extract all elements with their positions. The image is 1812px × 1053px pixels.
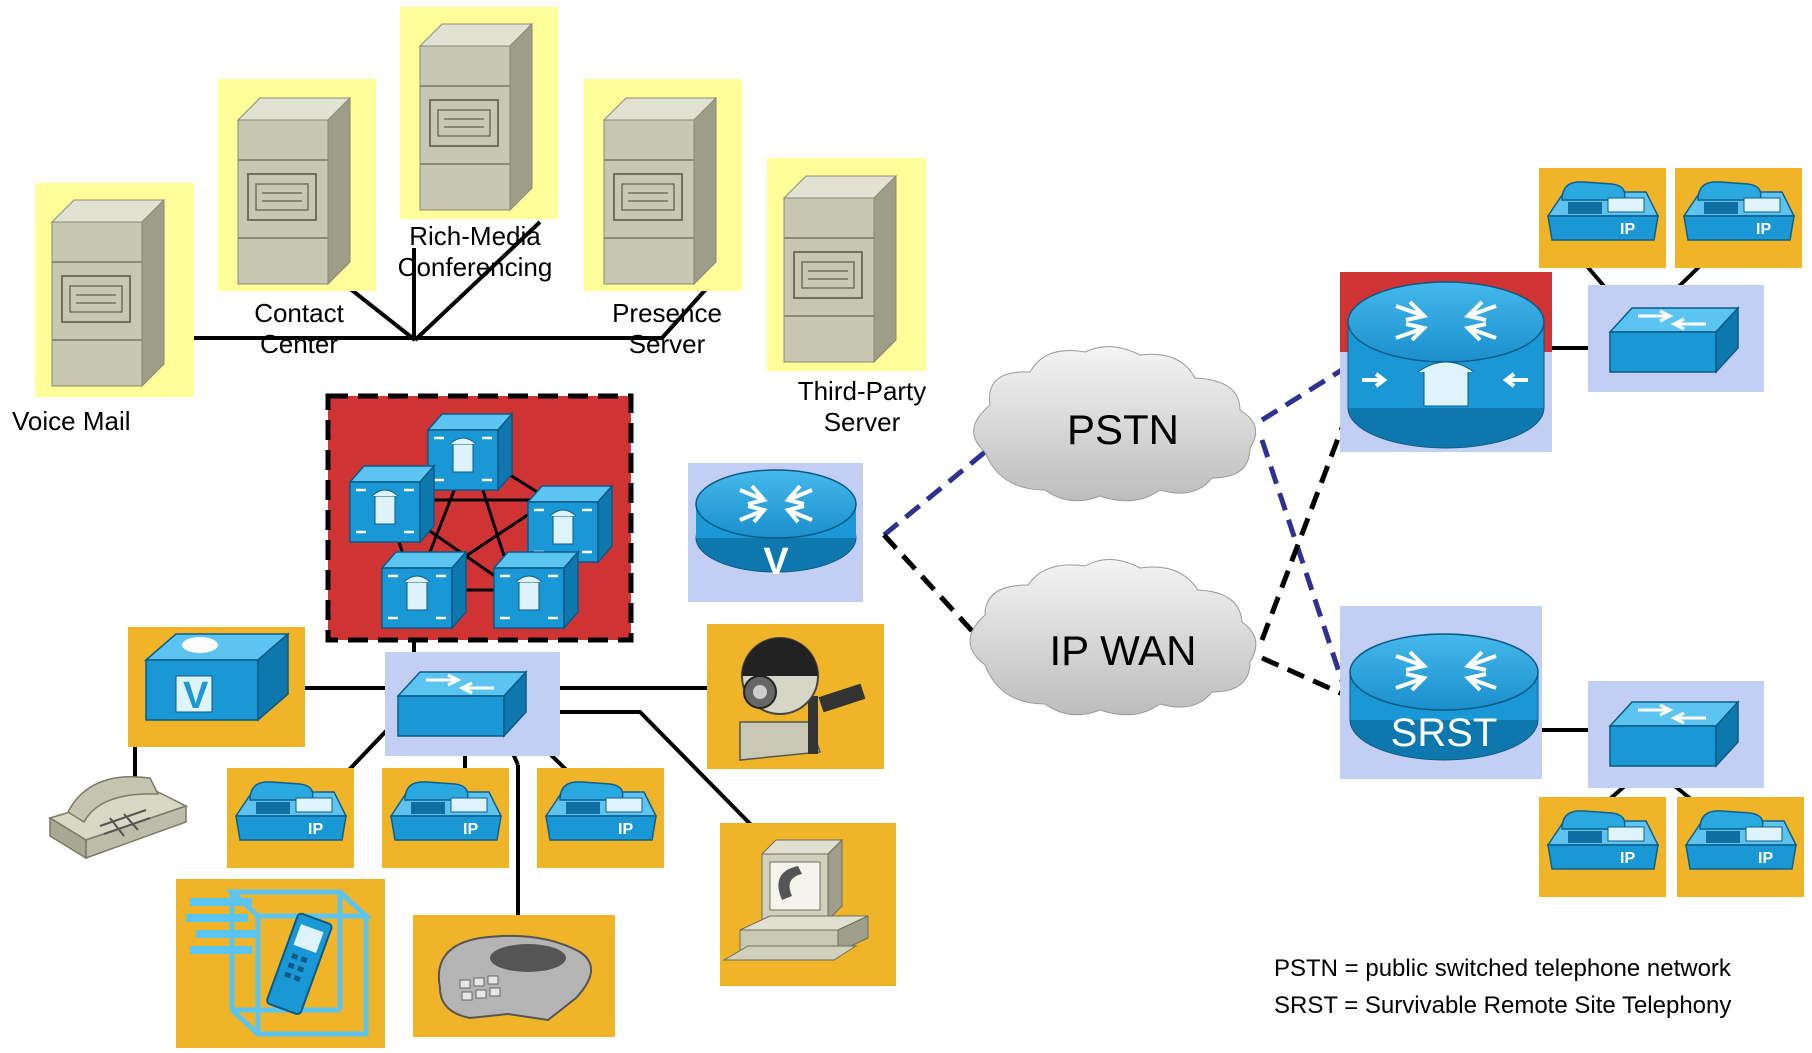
branch-switch-top[interactable] (1588, 285, 1764, 392)
pstn-cloud[interactable]: PSTN (973, 346, 1257, 502)
link-third-party (415, 286, 709, 340)
link-gateway-ipwan (882, 533, 987, 647)
video-camera[interactable] (707, 624, 884, 769)
link-gateway-pstn (882, 450, 987, 537)
call-manager-node[interactable] (526, 484, 614, 564)
link-presence (413, 220, 542, 342)
ip-phone-srst-1[interactable] (1539, 797, 1666, 897)
conference-phone[interactable] (413, 915, 615, 1037)
server-presence[interactable] (584, 79, 742, 291)
label-rich-media-2: Conferencing (398, 252, 553, 282)
link-switch-pc (525, 710, 770, 844)
link-pstn-srst (1259, 439, 1348, 691)
srst-label: SRST (1391, 711, 1498, 755)
voicemail-box-label: V (183, 675, 209, 717)
wireless-phone[interactable] (176, 879, 385, 1048)
link-ipwan-cme (1259, 419, 1348, 641)
voice-gateway[interactable]: V (688, 463, 863, 602)
label-contact-center-1: Contact (254, 298, 344, 328)
server-third-party[interactable] (767, 158, 926, 371)
label-presence-1: Presence (612, 298, 722, 328)
pstn-label: PSTN (1067, 406, 1179, 453)
branch-cme-router[interactable] (1340, 272, 1552, 452)
label-presence-2: Server (629, 329, 706, 359)
legend-srst: SRST = Survivable Remote Site Telephony (1274, 992, 1732, 1019)
pc-softphone[interactable] (720, 823, 896, 986)
analog-phone[interactable] (48, 775, 188, 860)
voicemail-box[interactable]: V (128, 627, 305, 747)
call-manager-cluster[interactable] (325, 393, 634, 643)
call-manager-node[interactable] (492, 550, 580, 630)
srst-router[interactable]: SRST (1340, 606, 1542, 779)
call-manager-node[interactable] (426, 412, 514, 492)
label-contact-center-2: Center (260, 329, 338, 359)
legend-pstn: PSTN = public switched telephone network (1274, 955, 1731, 982)
label-third-party-1: Third-Party (798, 376, 927, 406)
label-third-party-2: Server (824, 407, 901, 437)
label-voice-mail: Voice Mail (12, 406, 131, 436)
ip-phone-srst-2[interactable] (1677, 797, 1804, 897)
branch-switch-bottom[interactable] (1588, 681, 1764, 788)
server-voice-mail[interactable] (35, 183, 194, 397)
ip-phone-campus-3[interactable] (537, 768, 664, 868)
server-rich-media[interactable] (400, 7, 558, 219)
campus-switch[interactable] (385, 652, 560, 756)
link-pstn-cme (1260, 365, 1347, 423)
call-manager-node[interactable] (380, 550, 468, 630)
ip-wan-label: IP WAN (1049, 627, 1196, 674)
ip-phone-campus-2[interactable] (382, 768, 509, 868)
ip-phone-campus-1[interactable] (227, 768, 354, 868)
ip-wan-cloud[interactable]: IP WAN (969, 559, 1257, 716)
call-manager-node[interactable] (348, 464, 436, 544)
server-contact-center[interactable] (218, 79, 376, 291)
ip-phone-branch-2[interactable] (1675, 168, 1802, 268)
link-ipwan-srst (1260, 655, 1347, 698)
voice-gateway-label: V (763, 541, 789, 583)
ip-phone-branch-1[interactable] (1539, 168, 1666, 268)
wan-links (882, 365, 1348, 698)
label-rich-media-1: Rich-Media (409, 221, 541, 251)
